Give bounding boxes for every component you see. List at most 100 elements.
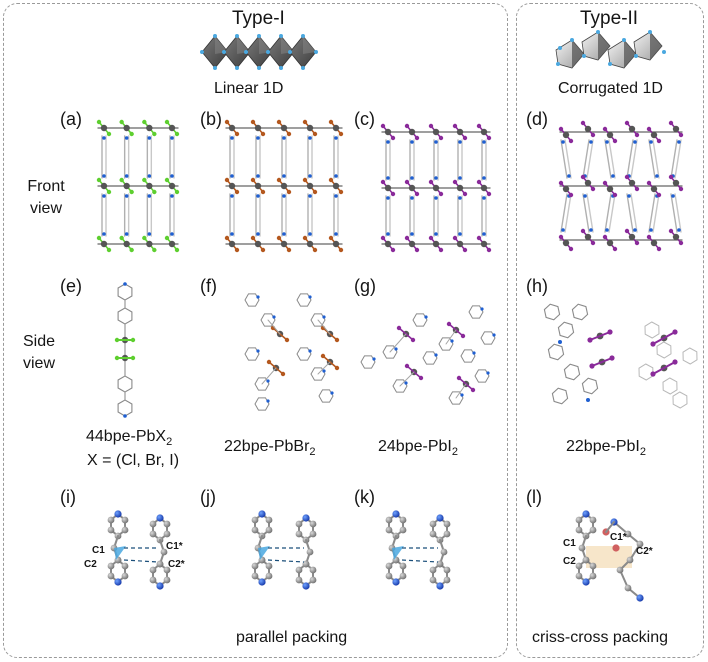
nitrogen-atom — [308, 232, 312, 236]
lead-atom — [332, 182, 340, 190]
halide-atom — [668, 120, 674, 126]
pyridine-ring — [662, 377, 678, 395]
nitrogen-atom — [586, 398, 590, 402]
structure-l-packing — [575, 510, 644, 602]
nitrogen-atom — [256, 174, 260, 178]
halide-atom — [234, 247, 240, 253]
structure-e-side — [114, 282, 136, 418]
halide-atom — [452, 235, 458, 241]
structure-f-side — [244, 293, 340, 411]
nitrogen-atom — [434, 140, 438, 144]
atom-label-l-c2s: C2* — [636, 546, 653, 557]
halide-atom — [672, 329, 678, 335]
halide-atom — [130, 337, 136, 343]
halide-atom — [301, 66, 305, 70]
caption-h-sub: 2 — [639, 446, 646, 459]
nitrogen-atom — [458, 196, 462, 200]
halide-atom — [580, 120, 586, 126]
halide-atom — [452, 179, 458, 185]
lead-atom — [146, 240, 153, 248]
halide-atom — [668, 228, 674, 234]
halide-atom — [174, 189, 180, 195]
nitrogen-atom — [256, 349, 260, 353]
nitrogen-atom — [633, 228, 637, 232]
pyridine-ring — [260, 313, 276, 327]
nitrogen-atom — [410, 176, 414, 180]
nitrogen-atom — [486, 371, 490, 375]
structure-c-front — [380, 123, 492, 253]
panel-label-k: (k) — [354, 487, 375, 507]
side-view-label: Side view — [14, 331, 64, 375]
carbon-atom — [149, 530, 157, 538]
halide-atom — [334, 337, 340, 343]
nitrogen-atom — [334, 136, 338, 140]
halide-atom — [558, 234, 564, 240]
carbon-atom — [612, 544, 620, 552]
nitrogen-atom — [434, 232, 438, 236]
nitrogen-atom — [170, 194, 174, 198]
lead-atom — [432, 240, 440, 248]
nitrogen-atom — [386, 196, 390, 200]
pyridine-ring — [682, 347, 698, 365]
lead-atom — [254, 182, 262, 190]
bond — [399, 371, 415, 387]
halide-atom — [130, 355, 136, 361]
halide-atom — [224, 177, 230, 183]
lead-atom — [628, 179, 636, 187]
bond — [582, 193, 590, 233]
bond — [604, 139, 612, 179]
lead-atom — [254, 124, 262, 132]
nitrogen-atom — [147, 136, 152, 140]
halide-atom — [634, 54, 638, 58]
halide-atom — [284, 337, 290, 343]
nitrogen-atom — [256, 194, 260, 198]
halide-atom — [414, 135, 420, 141]
nitrogen-atom — [156, 514, 164, 522]
halide-atom — [568, 192, 574, 198]
nitrogen-atom — [671, 194, 675, 198]
halide-atom — [656, 246, 662, 252]
nitrogen-atom — [649, 140, 653, 144]
lead-atom — [606, 131, 614, 139]
halide-atom — [257, 34, 261, 38]
halide-atom — [334, 365, 340, 371]
halide-atom — [650, 371, 656, 377]
bond — [670, 193, 678, 233]
halide-atom — [650, 341, 656, 347]
halide-atom — [634, 240, 640, 246]
nitrogen-atom — [436, 514, 444, 522]
nitrogen-atom — [124, 194, 129, 198]
halide-atom — [164, 235, 170, 241]
bond — [630, 139, 638, 179]
pyridine-ring — [244, 293, 260, 307]
corrugated-chain-icon — [555, 30, 666, 69]
bond — [608, 139, 616, 179]
halide-atom — [380, 179, 386, 185]
halide-atom — [438, 191, 444, 197]
halide-atom — [646, 234, 652, 240]
halide-atom — [222, 50, 226, 54]
octahedron-face — [572, 40, 584, 68]
lead-atom — [628, 233, 636, 241]
halide-atom — [174, 247, 180, 253]
carbon-atom — [575, 572, 583, 580]
lead-atom — [480, 184, 488, 192]
type-ii-subtitle: Corrugated 1D — [558, 80, 663, 97]
type-i-title: Type-I — [232, 8, 285, 29]
nitrogen-atom — [567, 174, 571, 178]
halide-atom — [404, 235, 410, 241]
bond — [626, 139, 634, 179]
halide-atom — [164, 119, 170, 125]
caption-h: 22bpe-PbI2 — [566, 438, 646, 458]
carbon-atom — [429, 530, 437, 538]
lead-atom — [123, 182, 130, 190]
nitrogen-atom — [386, 140, 390, 144]
pyridine-ring — [581, 377, 599, 395]
halide-atom — [302, 119, 308, 125]
nitrogen-atom — [605, 140, 609, 144]
carbon-atom — [107, 526, 115, 534]
lead-atom — [100, 124, 108, 132]
halide-atom — [608, 62, 612, 66]
nitrogen-atom — [308, 295, 312, 299]
pyridine-ring — [448, 391, 464, 405]
